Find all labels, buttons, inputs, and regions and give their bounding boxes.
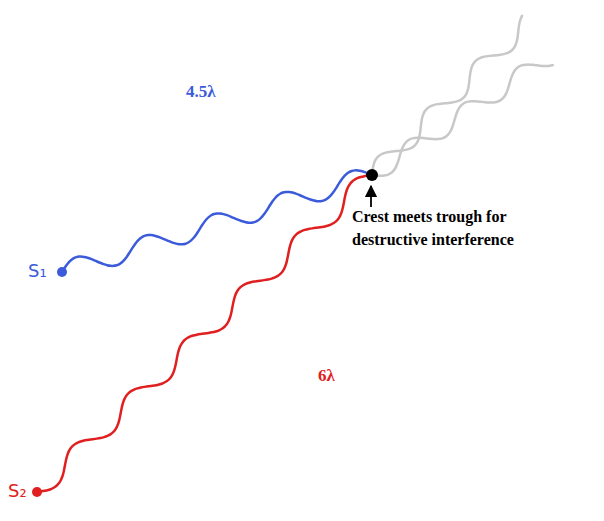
pointer-arrow <box>370 186 372 207</box>
source-label: S₂ <box>8 480 27 501</box>
wave-line <box>372 16 522 175</box>
wave-line <box>62 170 372 272</box>
wavelength-label: 6λ <box>318 366 335 386</box>
meeting-point <box>366 169 378 181</box>
callout-text: Crest meets trough for destructive inter… <box>352 205 570 251</box>
wave-line <box>372 65 553 176</box>
source-dot <box>57 267 67 277</box>
source-label: S₁ <box>28 260 47 281</box>
source-dot <box>32 487 42 497</box>
wavelength-label: 4.5λ <box>186 82 216 102</box>
wave-line <box>37 175 372 492</box>
